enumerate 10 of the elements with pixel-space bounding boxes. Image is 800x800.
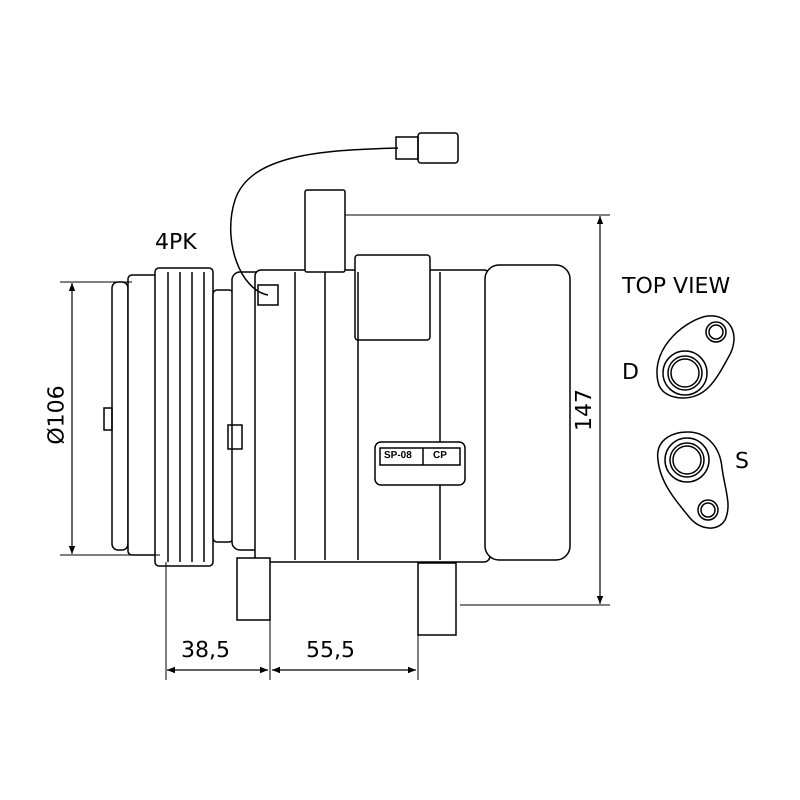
port-label: D: [622, 362, 639, 384]
dimension-label: Ø106: [46, 385, 68, 445]
plate-text: CP: [433, 451, 447, 461]
plate-text: SP-08: [384, 451, 412, 461]
dimension-label: 38,5: [181, 640, 230, 662]
view-title: TOP VIEW: [622, 276, 730, 298]
port-label: S: [735, 451, 749, 473]
dimension-label: 55,5: [306, 640, 355, 662]
dimension-label: 147: [574, 389, 596, 431]
dimension-label: 4PK: [155, 232, 197, 254]
